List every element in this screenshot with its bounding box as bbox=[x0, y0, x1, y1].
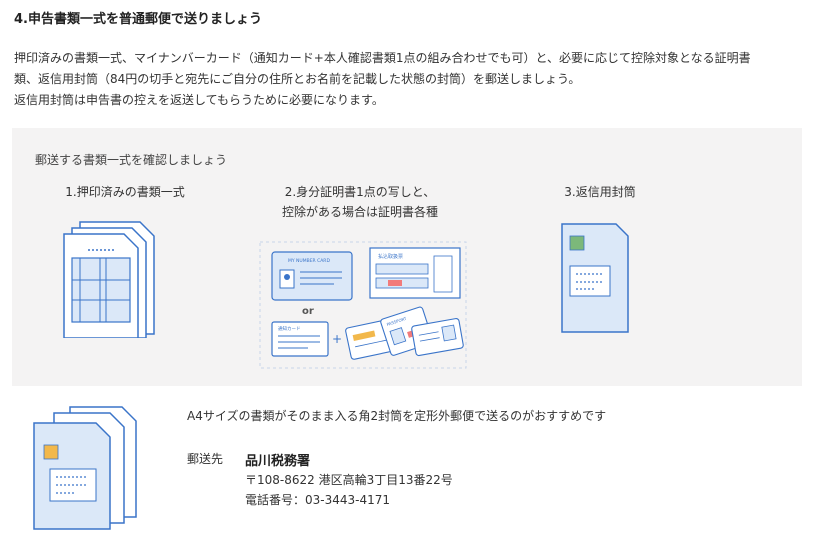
plus-icon: + bbox=[332, 332, 342, 346]
tax-office-address: 〒108-8622 港区高輪3丁目13番22号 bbox=[245, 473, 453, 487]
or-text: or bbox=[302, 306, 314, 317]
envelope-recommendation: A4サイズの書類がそのまま入る角2封筒を定形外郵便で送るのがおすすめです bbox=[187, 409, 607, 423]
document-stack-icon bbox=[63, 221, 155, 338]
intro-line-3: 返信用封筒は申告書の控えを返送してもらうために必要になります。 bbox=[14, 93, 384, 107]
intro-text: 押印済みの書類一式、マイナンバーカード（通知カード+本人確認書類1点の組み合わせ… bbox=[14, 48, 804, 111]
my-number-card-icon: MY NUMBER CARD bbox=[271, 251, 353, 301]
item-2-label-line-2: 控除がある場合は証明書各種 bbox=[281, 205, 438, 219]
destination-label: 郵送先 bbox=[187, 452, 224, 466]
item-3-label: 3.返信用封筒 bbox=[564, 185, 636, 199]
envelope-stack-icon bbox=[33, 406, 137, 530]
tax-office-phone: 電話番号：03-3443-4171 bbox=[245, 493, 391, 507]
insurance-card-icon bbox=[411, 318, 464, 357]
passport-text: PASSPORT bbox=[386, 316, 408, 327]
item-2-label-line-1: 2.身分証明書1点の写しと、 bbox=[284, 185, 436, 199]
tax-office-name: 品川税務署 bbox=[245, 454, 311, 469]
section-heading: 4.申告書類一式を普通郵便で送りましょう bbox=[14, 12, 262, 27]
item-2-label: 2.身分証明書1点の写しと、 控除がある場合は証明書各種 bbox=[260, 182, 460, 222]
intro-line-2: 類、返信用封筒（84円の切手と宛先にご自分の住所とお名前を記載した状態の封筒）を… bbox=[14, 72, 581, 86]
notice-card-icon: 通知カード bbox=[271, 321, 329, 357]
payment-slip-icon: 払込取扱票 bbox=[369, 247, 461, 299]
intro-line-1: 押印済みの書類一式、マイナンバーカード（通知カード+本人確認書類1点の組み合わせ… bbox=[14, 51, 751, 65]
return-envelope-icon bbox=[561, 223, 629, 333]
payment-slip-text: 払込取扱票 bbox=[378, 253, 403, 260]
id-cards-illustration: MY NUMBER CARD or 通知カード + 払込取扱票 PASSPORT bbox=[259, 241, 467, 369]
item-1-label: 1.押印済みの書類一式 bbox=[65, 185, 185, 199]
my-number-card-text: MY NUMBER CARD bbox=[288, 258, 330, 264]
checklist-title: 郵送する書類一式を確認しましょう bbox=[35, 153, 228, 167]
notice-card-text: 通知カード bbox=[278, 325, 301, 332]
